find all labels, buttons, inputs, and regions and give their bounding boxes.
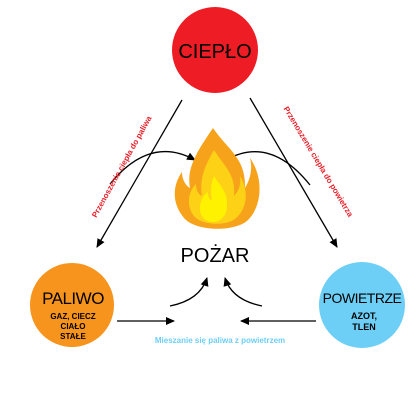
air-node-title: POWIETRZE xyxy=(323,290,402,306)
arrow-heat-to-air xyxy=(249,97,338,248)
air-node-circle xyxy=(319,262,405,348)
curve-arrow-left-bottom xyxy=(169,277,209,307)
center-label: POŻAR xyxy=(181,244,250,267)
fuel-node-circle xyxy=(30,263,114,347)
air-node-sub-1: AZOT, xyxy=(351,311,377,321)
flame-icon xyxy=(174,128,260,229)
curve-arrow-right-bottom xyxy=(223,277,263,307)
heat-node-title: CIEPŁO xyxy=(178,41,251,63)
edge-label-mixing: Mieszanie się paliwa z powietrzem xyxy=(155,336,285,345)
fuel-node-title: PALIWO xyxy=(42,289,104,308)
fuel-node-sub-3: STAŁE xyxy=(60,332,86,341)
arrow-heat-to-fuel xyxy=(96,99,183,248)
fuel-node-sub-1: GAZ, CIECZ xyxy=(50,312,95,321)
edge-label-heat-to-air: Przenoszenie ciepła do powietrza xyxy=(282,105,355,219)
fuel-node-sub-2: CIAŁO xyxy=(61,322,86,331)
air-node-sub-2: TLEN xyxy=(352,322,376,332)
heat-node-circle xyxy=(172,7,258,93)
curve-arrow-left-top xyxy=(109,150,196,185)
